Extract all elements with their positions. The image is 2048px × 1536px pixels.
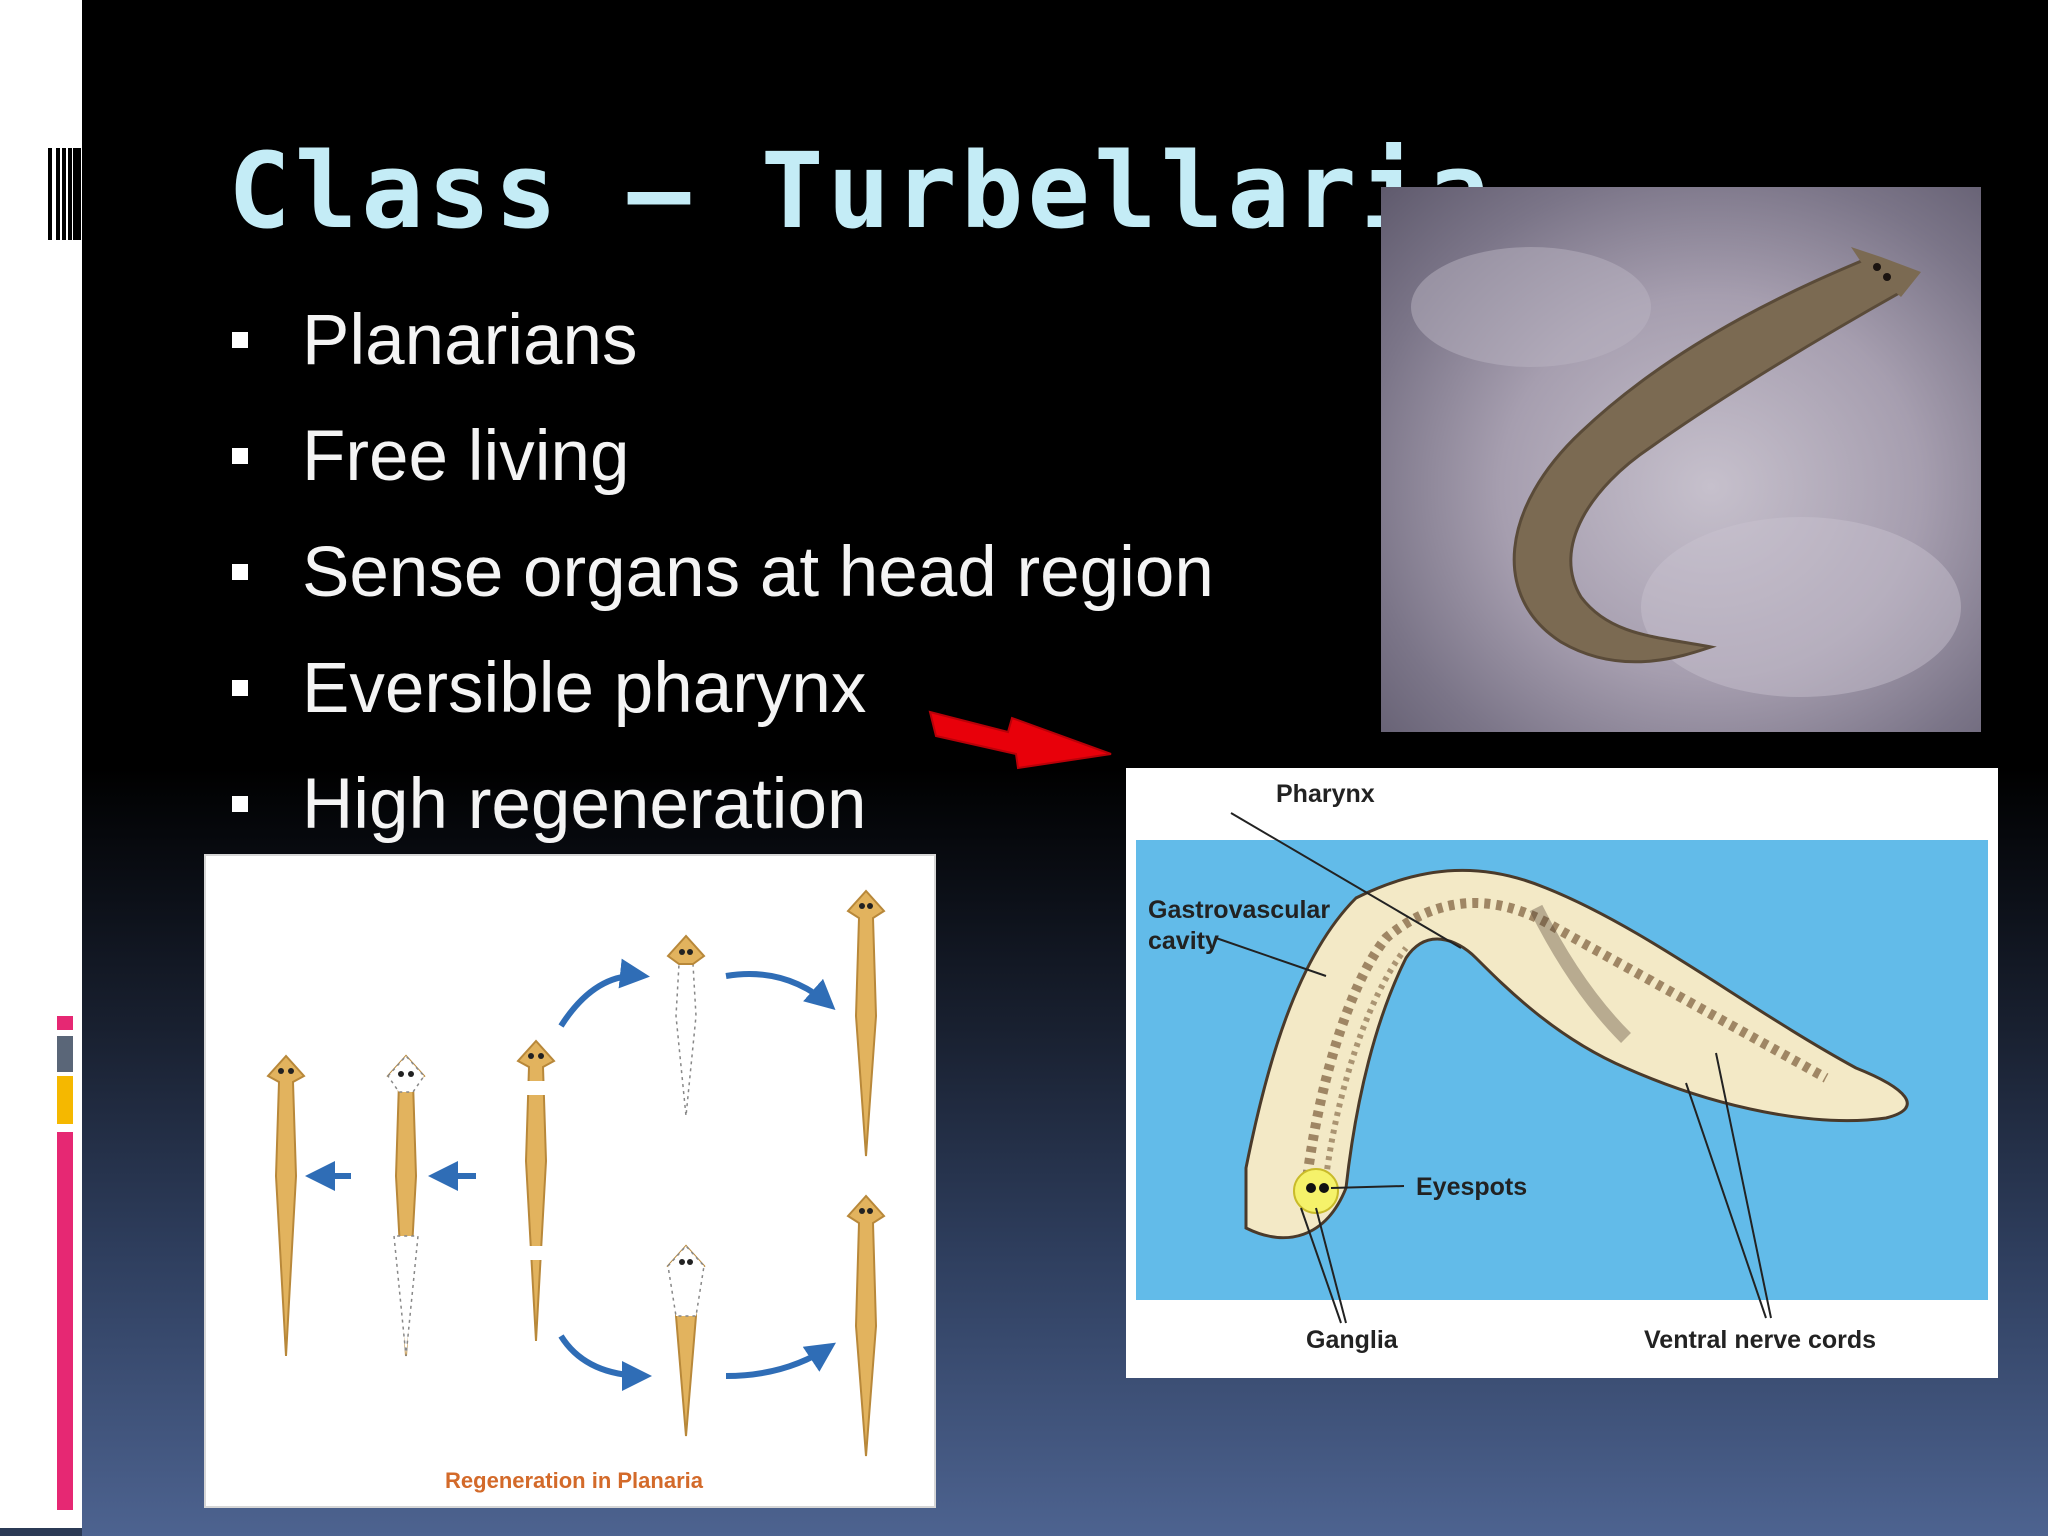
bullet-item: Free living	[230, 399, 1214, 515]
eyespot-icon	[1873, 263, 1881, 271]
regeneration-figure: Regeneration in Planaria	[204, 854, 936, 1508]
ganglia-blob	[1293, 1168, 1339, 1214]
planarian-photo-art	[1411, 247, 1961, 697]
decor-vertical-lines	[48, 148, 81, 240]
eyespot-icon	[1319, 1183, 1329, 1193]
square-bullet-icon	[232, 448, 248, 464]
decor-accent-gray	[57, 1036, 73, 1072]
label-eyespots: Eyespots	[1416, 1173, 1527, 1201]
regeneration-caption: Regeneration in Planaria	[445, 1468, 704, 1493]
label-ventral-nerve-cords: Ventral nerve cords	[1644, 1326, 1876, 1354]
bullet-item: Planarians	[230, 283, 1214, 399]
eyespot-icon	[1883, 273, 1891, 281]
anatomy-diagram-art: Pharynx Gastrovascular cavity Eyespots G…	[1136, 780, 1988, 1354]
square-bullet-icon	[232, 680, 248, 696]
label-gastrovascular: Gastrovascular	[1148, 896, 1330, 924]
label-pharynx: Pharynx	[1276, 780, 1375, 808]
anatomy-diagram: Pharynx Gastrovascular cavity Eyespots G…	[1126, 768, 1998, 1378]
bullet-item: Eversible pharynx	[230, 631, 1214, 747]
label-cavity: cavity	[1148, 927, 1219, 955]
slide-title: Class – Turbellaria	[228, 130, 1494, 252]
decor-accent-pink-long	[57, 1132, 73, 1510]
regeneration-diagram: Regeneration in Planaria	[266, 889, 886, 1493]
label-ganglia: Ganglia	[1306, 1326, 1399, 1354]
red-arrow-icon	[928, 710, 1112, 770]
bullet-item: Sense organs at head region	[230, 515, 1214, 631]
left-decor-strip-footer	[0, 1528, 82, 1536]
square-bullet-icon	[232, 332, 248, 348]
square-bullet-icon	[232, 796, 248, 812]
decor-accent-orange	[57, 1076, 73, 1124]
bullet-item: High regeneration	[230, 747, 1214, 863]
bullet-list: Planarians Free living Sense organs at h…	[230, 283, 1214, 863]
planarian-photo	[1381, 187, 1981, 732]
planarian-body	[1512, 255, 1904, 664]
square-bullet-icon	[232, 564, 248, 580]
eyespot-icon	[1306, 1183, 1316, 1193]
decor-accent-pink	[57, 1016, 73, 1030]
